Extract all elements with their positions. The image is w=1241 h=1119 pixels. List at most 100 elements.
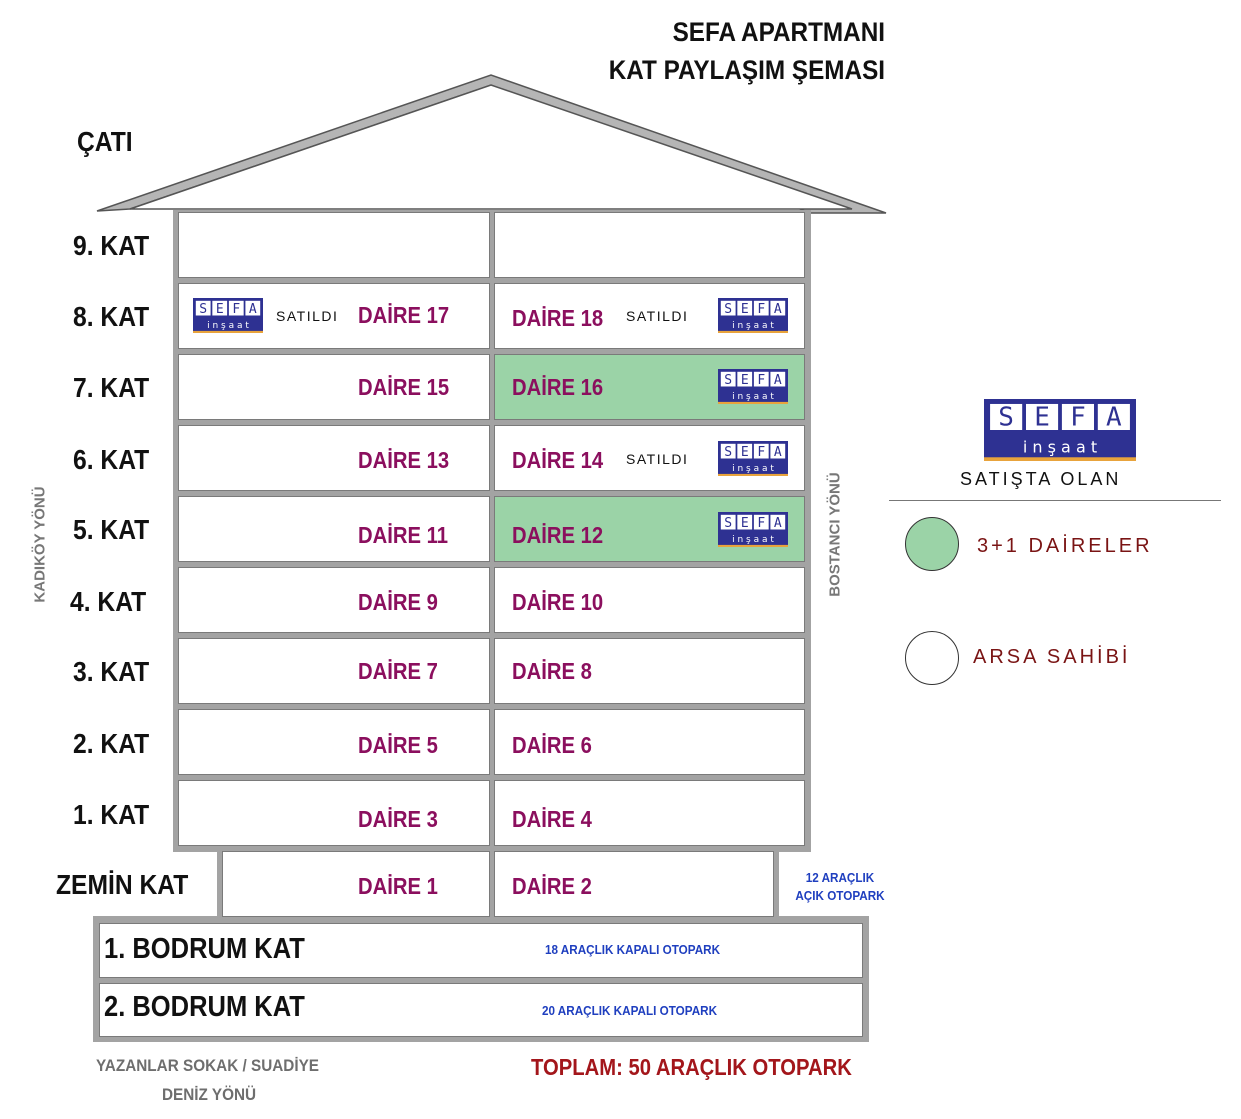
sefa-logo-subtitle: i n ş a a t xyxy=(732,464,774,474)
sefa-logo-letter: E xyxy=(741,302,749,317)
sold-label-daire-14: SATILDI xyxy=(626,451,689,467)
daire-2-label: DAİRE 2 xyxy=(512,873,592,899)
daire-3-label: DAİRE 3 xyxy=(358,806,438,832)
sefa-logo-letter: S xyxy=(724,445,732,460)
daire-18-label: DAİRE 18 xyxy=(512,305,604,331)
sefa-logo-letter: S xyxy=(724,516,732,531)
daire-15-label: DAİRE 15 xyxy=(358,374,450,400)
daire-14-label: DAİRE 14 xyxy=(512,447,604,473)
open-parking-line1: 12 ARAÇLIK xyxy=(805,870,875,885)
floor-label-9: 9. KAT xyxy=(73,230,150,261)
basement-1-row xyxy=(99,923,863,978)
sold-label-daire-18: SATILDI xyxy=(626,308,689,324)
sefa-logo-subtitle: i n ş a a t xyxy=(732,535,774,545)
sefa-logo-letter: A xyxy=(249,302,257,317)
unit-daire-9 xyxy=(178,567,490,633)
daire-16-label: DAİRE 16 xyxy=(512,374,604,400)
sefa-logo-letter: A xyxy=(774,516,782,531)
page-title-line1: SEFA APARTMANI xyxy=(672,17,885,47)
sefa-logo-subtitle: i n ş a a t xyxy=(732,321,774,331)
left-direction-label: KADIKÖY YÖNÜ xyxy=(31,486,49,603)
legend-white-swatch xyxy=(905,631,959,685)
legend-divider xyxy=(889,500,1221,501)
unit-daire-13 xyxy=(178,425,490,491)
daire-9-label: DAİRE 9 xyxy=(358,589,438,615)
daire-8-label: DAİRE 8 xyxy=(512,658,592,684)
unit-9-right xyxy=(494,212,805,278)
legend-for-sale-label: SATIŞTA OLAN xyxy=(960,469,1122,489)
unit-daire-4 xyxy=(494,780,805,846)
daire-10-label: DAİRE 10 xyxy=(512,589,604,615)
sefa-logo-letter: A xyxy=(1106,402,1122,432)
sefa-logo-letter: E xyxy=(741,445,749,460)
unit-daire-2 xyxy=(494,851,774,917)
unit-daire-11 xyxy=(178,496,490,562)
unit-daire-16 xyxy=(494,354,805,420)
unit-daire-14 xyxy=(494,425,805,491)
floor-label-5: 5. KAT xyxy=(73,514,150,545)
floor-label-1: 1. KAT xyxy=(73,799,150,830)
unit-daire-6 xyxy=(494,709,805,775)
right-direction-label: BOSTANCI YÖNÜ xyxy=(826,472,844,597)
unit-daire-15 xyxy=(178,354,490,420)
sefa-logo-letter: E xyxy=(216,302,224,317)
floor-label-4: 4. KAT xyxy=(70,586,147,617)
sefa-logo-letter: F xyxy=(757,516,765,531)
unit-daire-10 xyxy=(494,567,805,633)
floor-label-ground: ZEMİN KAT xyxy=(56,869,189,900)
daire-17-label: DAİRE 17 xyxy=(358,302,450,328)
daire-7-label: DAİRE 7 xyxy=(358,658,438,684)
sefa-logo-subtitle: i n ş a a t xyxy=(1023,437,1097,456)
page-title-line2: KAT PAYLAŞIM ŞEMASI xyxy=(608,55,885,85)
basement-2-parking: 20 ARAÇLIK KAPALI OTOPARK xyxy=(541,1003,718,1018)
basement-1-parking: 18 ARAÇLIK KAPALI OTOPARK xyxy=(544,942,721,957)
street-line1: YAZANLAR SOKAK / SUADİYE xyxy=(96,1056,320,1075)
daire-1-label: DAİRE 1 xyxy=(358,873,438,899)
sefa-logo-letter: F xyxy=(1070,402,1086,432)
daire-4-label: DAİRE 4 xyxy=(512,806,592,832)
unit-daire-1 xyxy=(222,851,490,917)
unit-daire-8 xyxy=(494,638,805,704)
unit-daire-5 xyxy=(178,709,490,775)
sold-label-daire-17: SATILDI xyxy=(276,308,339,324)
total-parking: TOPLAM: 50 ARAÇLIK OTOPARK xyxy=(531,1054,852,1080)
sefa-logo-letter: F xyxy=(232,302,240,317)
legend-land-owner-label: ARSA SAHİBİ xyxy=(973,646,1131,668)
legend-green-swatch xyxy=(905,517,959,571)
sefa-logo-letter: A xyxy=(774,302,782,317)
roof-shape xyxy=(96,74,887,214)
open-parking-line2: AÇIK OTOPARK xyxy=(795,888,885,903)
basement-2-row xyxy=(99,983,863,1037)
sefa-logo-letter: S xyxy=(998,402,1014,432)
roof-label: ÇATI xyxy=(77,126,133,157)
daire-12-label: DAİRE 12 xyxy=(512,522,604,548)
sefa-logo-letter: A xyxy=(774,445,782,460)
basement-1-label: 1. BODRUM KAT xyxy=(104,933,305,965)
sefa-logo-subtitle: i n ş a a t xyxy=(207,321,249,331)
unit-9-left xyxy=(178,212,490,278)
daire-11-label: DAİRE 11 xyxy=(358,522,448,548)
floor-label-3: 3. KAT xyxy=(73,656,150,687)
sefa-logo-letter: A xyxy=(774,373,782,388)
unit-daire-3 xyxy=(178,780,490,846)
sefa-logo-letter: F xyxy=(757,302,765,317)
sefa-logo-letter: E xyxy=(741,373,749,388)
daire-6-label: DAİRE 6 xyxy=(512,732,592,758)
floor-label-7: 7. KAT xyxy=(73,372,150,403)
floor-label-8: 8. KAT xyxy=(73,301,150,332)
unit-daire-7 xyxy=(178,638,490,704)
sefa-logo-letter: S xyxy=(199,302,207,317)
sefa-logo-letter: S xyxy=(724,373,732,388)
daire-5-label: DAİRE 5 xyxy=(358,732,438,758)
